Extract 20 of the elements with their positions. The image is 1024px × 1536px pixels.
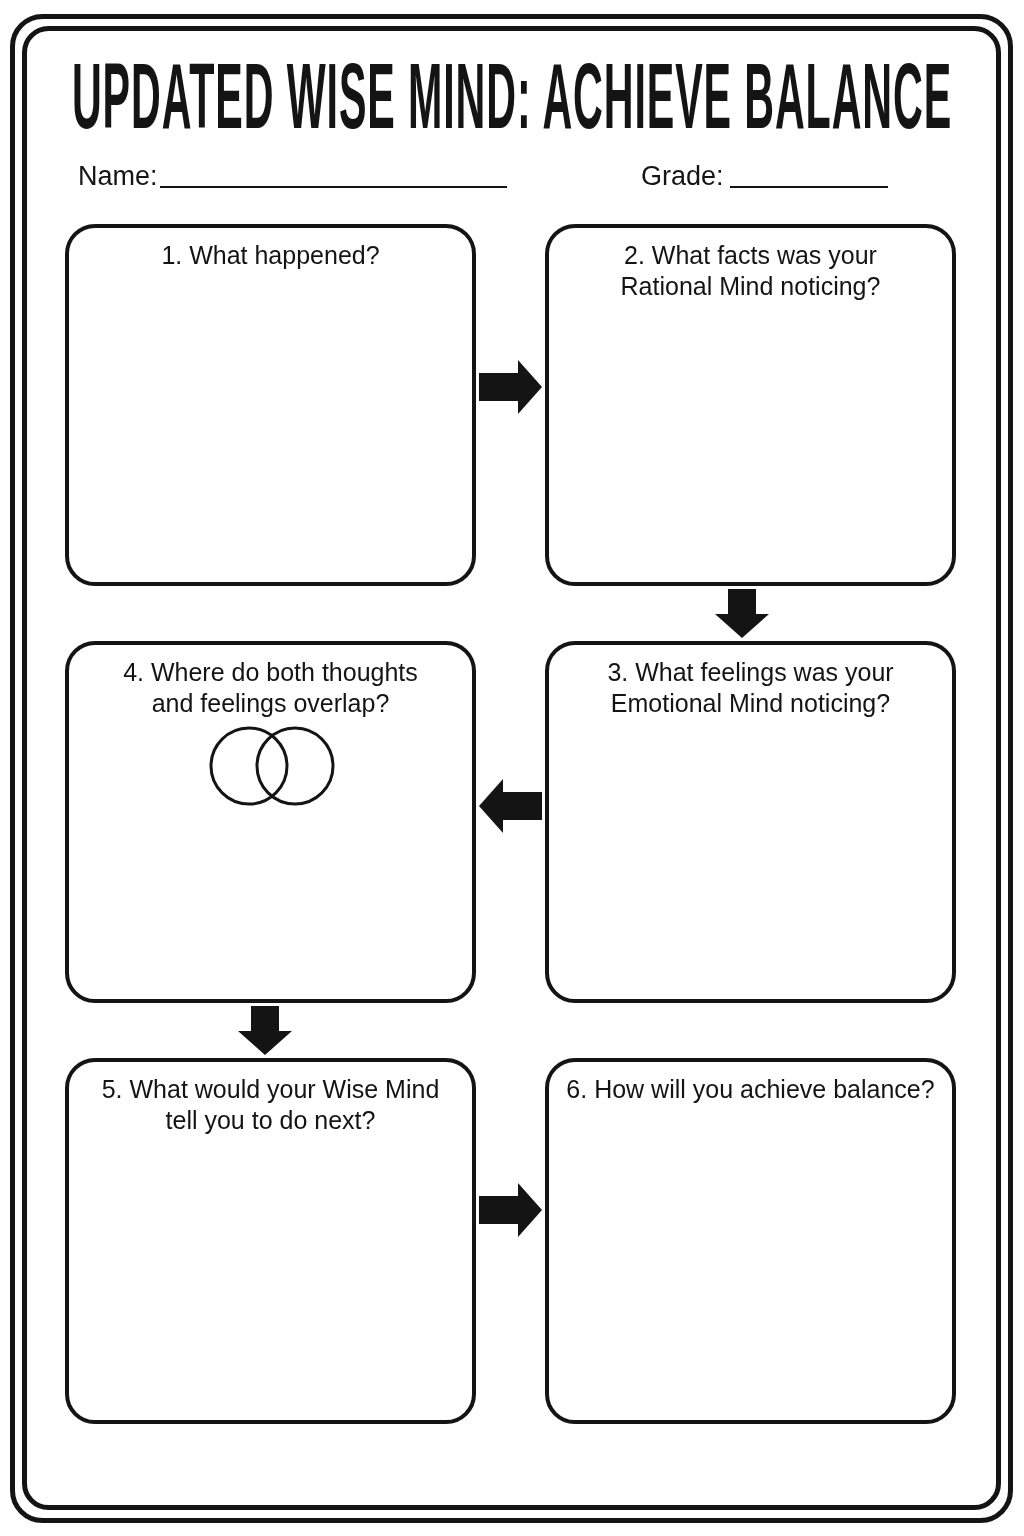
question-text: 3. What feelings was your Emotional Mind noticing?	[606, 657, 895, 719]
arrow	[479, 360, 542, 414]
question-text: 1. What happened?	[160, 240, 381, 271]
answer-box	[545, 224, 956, 586]
answer-box	[545, 641, 956, 1003]
question-text: 4. Where do both thoughts and feelings overlap?	[122, 657, 419, 719]
question-text: 2. What facts was your Rational Mind noticing?	[619, 240, 882, 302]
arrow	[479, 779, 542, 833]
answer-box	[65, 1058, 476, 1424]
question-text: 5. What would your Wise Mind tell you to do next?	[100, 1074, 441, 1136]
arrow	[238, 1006, 292, 1055]
field-label: Grade:	[641, 160, 724, 192]
arrow	[479, 1183, 542, 1237]
question-text: 6. How will you achieve balance?	[565, 1074, 936, 1105]
arrow	[715, 589, 769, 638]
answer-box	[545, 1058, 956, 1424]
answer-box	[65, 224, 476, 586]
title: UPDATED WISE MIND: ACHIEVE BALANCE	[71, 48, 953, 144]
answer-box	[65, 641, 476, 1003]
field-label: Name:	[78, 160, 158, 192]
